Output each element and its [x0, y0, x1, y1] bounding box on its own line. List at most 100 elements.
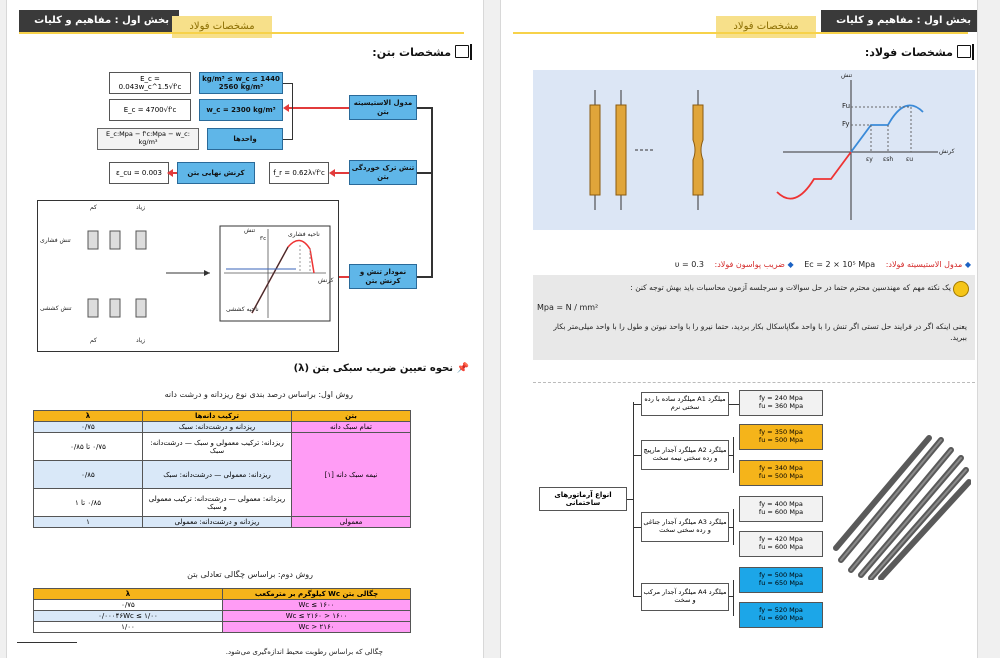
fr-box: f_r = 0.62λ√f'c — [269, 162, 329, 184]
note-line-1: یک نکته مهم که مهندسین محترم حتما در حل … — [630, 283, 951, 292]
rebar-group-a2: میلگرد A2 میلگرد آجدار مارپیچ و رده سختی… — [641, 440, 729, 470]
ultimate-strain-box: کرنش نهایی بتن — [177, 162, 255, 184]
connector — [417, 172, 433, 174]
units-box: واحدها — [207, 128, 283, 150]
modulus-value: Ec = 2 × 10⁵ Mpa — [804, 260, 876, 269]
flag-icon — [455, 44, 472, 60]
esh-label: εsh — [883, 156, 894, 163]
fu-value: fu = 650 Mpa — [758, 579, 804, 587]
diamond-icon: ◆ — [964, 260, 971, 269]
left-header-topic: مشخصات فولاد — [172, 16, 272, 38]
fy-label: Fy — [842, 120, 850, 128]
table-cell: ۰/۷۵ — [33, 599, 223, 611]
connector — [417, 107, 433, 109]
poisson-value: υ = 0.3 — [674, 260, 704, 269]
right-header-topic: مشخصات فولاد — [716, 16, 816, 38]
table-cell: ریزدانه: معمولی — درشت‌دانه: ترکیب معمول… — [142, 488, 292, 517]
modulus-block: مدول الاستیسیته بتن — [349, 95, 417, 120]
eq1-box: E_c = 0.043w_c^1.5√f'c — [109, 72, 191, 94]
section-divider — [533, 382, 975, 384]
table-cell: تمام سبک دانه — [291, 421, 411, 433]
specimens-top — [87, 230, 147, 250]
th-density: چگالی بتن Wc کیلوگرم بر مترمکعب — [222, 588, 411, 600]
flag-icon — [957, 44, 974, 60]
units-eq-box: E_c:Mpa − f'c:Mpa − w_c: kg/m³ — [97, 128, 199, 150]
table-cell: معمولی — [291, 516, 411, 528]
rebar-root: انواع آرماتورهای ساختمانی — [539, 487, 627, 511]
connector — [283, 83, 293, 84]
eq2-box: E_c = 4700√f'c — [109, 99, 191, 121]
left-header-chapter: بخش اول : مفاهیم و کلیات — [19, 10, 179, 32]
table-cell: ۰/۷۵ — [33, 421, 143, 433]
steel-figure-panel: Fu Fy εy εsh εu تنش کرنش — [533, 70, 975, 230]
fu-value: fu = 600 Mpa — [758, 508, 804, 516]
svg-text:f'c: f'c — [260, 236, 266, 242]
fu-value: fu = 500 Mpa — [758, 472, 804, 480]
connector — [292, 83, 293, 139]
method2-text: روش دوم: براساس چگالی تعادلی بتن — [187, 570, 313, 579]
eu-label: εu — [906, 156, 914, 163]
method1-text: روش اول: براساس درصد بندی نوع ریزدانه و … — [164, 390, 353, 399]
right-header-chapter: بخش اول : مفاهیم و کلیات — [821, 10, 977, 32]
table-cell: ریزدانه و درشت‌دانه: معمولی — [142, 516, 292, 528]
fy-value: fy = 350 Mpa — [759, 428, 803, 437]
lambda-table-2: چگالی بتن Wc کیلوگرم بر مترمکعب λ Wc ≤ ۱… — [33, 588, 411, 633]
footnote-rule — [17, 642, 77, 643]
high-label: زیاد — [136, 204, 146, 211]
strain-axis-label: کرنش — [318, 277, 334, 284]
lambda-title: 📌 نحوه تعیین ضریب سبکی بتن (λ) — [293, 363, 469, 374]
steel-specimens — [589, 90, 704, 210]
figure-svg: f'c — [87, 225, 331, 322]
pin-icon: 📌 — [456, 363, 469, 374]
arrow — [283, 104, 349, 112]
rebar-group-a4: میلگرد A4 میلگرد آجدار مرکب و سخت — [641, 583, 729, 611]
cracking-block: تنش ترک خوردگی بتن — [349, 160, 417, 185]
th-concrete: بتن — [291, 410, 411, 422]
ecu-box: ε_cu = 0.003 — [109, 162, 169, 184]
modulus-label: مدول الاستیسیته فولاد: — [885, 260, 963, 269]
stress-strain-block: نمودار تنش و کرنش بتن — [349, 264, 417, 289]
fy-value: fy = 520 Mpa — [759, 606, 803, 615]
note-panel: یک نکته مهم که مهندسین محترم حتما در حل … — [533, 275, 975, 360]
connector — [633, 596, 641, 597]
steel-stress-label: تنش — [841, 72, 853, 79]
table-cell: ۱/۰۰ — [33, 621, 223, 633]
connector — [633, 527, 641, 528]
fu-label: Fu — [842, 102, 851, 110]
table-cell: ریزدانه: معمولی — درشت‌دانه: سبک — [142, 460, 292, 489]
steel-props-line: ◆ مدول الاستیسیته فولاد: Ec = 2 × 10⁵ Mp… — [675, 260, 971, 269]
table-cell: ۰/۰۰۰۴۶Wc ≤ ۱/۰۰ — [33, 610, 223, 622]
fy-value: fy = 340 Mpa — [759, 464, 803, 473]
fu-value: fu = 500 Mpa — [758, 436, 804, 444]
connector — [417, 276, 433, 278]
table-cell: نیمه سبک دانه [۱] — [291, 432, 411, 517]
th-composition: ترکیب دانه‌ها — [142, 410, 292, 422]
connector — [633, 455, 641, 456]
table-cell: ریزدانه و درشت‌دانه: سبک — [142, 421, 292, 433]
connector — [627, 499, 633, 500]
tension-zone-label: ناحیه کششی — [226, 306, 259, 313]
compressive-stress-label: تنش فشاری — [40, 237, 71, 244]
table-cell: ۱ — [33, 516, 143, 528]
density-range-box: 1440 kg/m³ ≤ w_c ≤ 2560 kg/m³ — [199, 72, 283, 94]
right-header-rule — [513, 32, 968, 34]
connector — [729, 455, 733, 456]
table-cell: ۱۶۰۰ < Wc ≤ ۲۱۶۰ — [222, 610, 411, 622]
fu-value: fu = 690 Mpa — [758, 614, 804, 622]
note-formula: Mpa = N / mm² — [537, 303, 599, 312]
compression-zone-label: ناحیه فشاری — [288, 231, 320, 238]
ey-label: εy — [866, 156, 873, 163]
tensile-stress-label: تنش کششی — [40, 305, 72, 312]
stress-axis-label: تنش — [244, 227, 256, 234]
wc-box: w_c = 2300 kg/m³ — [199, 99, 283, 121]
fu-value: fu = 360 Mpa — [758, 402, 804, 410]
tension-curve — [850, 104, 924, 153]
connector — [733, 509, 734, 545]
th-lambda-2: λ — [33, 588, 223, 600]
rebar-group-a1: میلگرد A1 میلگرد ساده با رده سختی نرم — [641, 392, 729, 416]
table-cell: Wc > ۲۱۶۰ — [222, 621, 411, 633]
